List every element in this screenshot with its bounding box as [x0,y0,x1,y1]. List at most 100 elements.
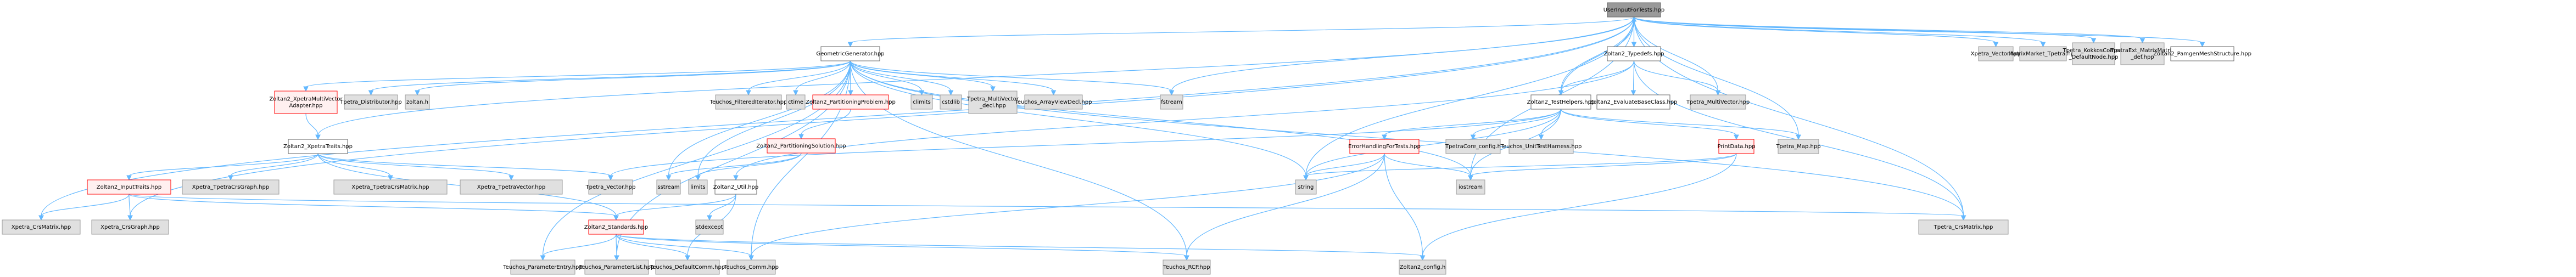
node-label: fstream [1161,99,1182,105]
node-param-list: Teuchos_ParameterList.hpp [579,259,654,275]
node-box [588,179,633,195]
node-box [968,91,1018,114]
node-box [460,179,563,195]
edge-line [850,60,1172,92]
node-box [2019,46,2067,61]
node-label: Teuchos_DefaultComm.hpp [650,264,725,270]
edge-line [1633,16,2143,39]
node-print-data[interactable]: PrintData.hpp [1717,139,1756,154]
node-unit-test-harness: Teuchos_UnitTestHarness.hpp [1500,139,1582,154]
edge-line [1384,153,1423,257]
node-label: climits [913,99,931,105]
node-box [91,219,169,235]
edge-line [697,152,802,177]
node-stdexcept: stdexcept [695,219,724,235]
node-tpetra-map: Tpetra_Map.hpp [1775,139,1821,154]
node-standards[interactable]: Zoltan2_Standards.hpp [584,219,648,235]
node-pamgen-mesh[interactable]: Zoltan2_PamgenMeshStructure.hpp [2153,46,2251,61]
edge-line [41,194,130,217]
edge-line [801,109,851,135]
edge-UserInputForTests-to-MatrixMarket [1633,16,2046,48]
node-error-handling[interactable]: ErrorHandlingForTests.hpp [1348,139,1421,154]
node-xpetra-traits[interactable]: Zoltan2_XpetraTraits.hpp [283,139,353,154]
node-box [2120,42,2165,65]
node-box [655,259,720,275]
node-test-helpers[interactable]: Zoltan2_TestHelpers.hpp [1527,94,1595,110]
node-eval-base[interactable]: Zoltan2_EvaluateBaseClass.hpp [1589,94,1678,110]
node-typedefs[interactable]: Zoltan2_Typedefs.hpp [1604,46,1664,61]
node-user-input-for-tests[interactable]: UserInputForTests.hpp [1603,2,1664,18]
arrow-head-icon [990,86,996,92]
arrow-head-icon [614,255,619,261]
node-zoltan2config: Zoltan2_config.h [1399,259,1446,275]
node-cstdlib: cstdlib [940,94,962,110]
arrow-head-icon [2139,38,2145,44]
node-string: string [1295,179,1317,195]
node-geometric-generator[interactable]: GeometricGenerator.hpp [816,46,885,61]
node-box [588,219,644,235]
node-box [1778,139,1819,154]
edge-line [1633,16,1997,43]
edge-InputTraits-to-XCrsGraph [127,194,133,221]
arrow-head-icon [415,90,420,96]
edge-line [128,153,318,177]
edge-line [735,60,1635,177]
edge-PartProblem-to-PartSolution [798,109,851,140]
node-util[interactable]: Zoltan2_Util.hpp [713,179,759,195]
node-part-problem[interactable]: Zoltan2_PartitioningProblem.hpp [806,94,896,110]
edge-TestHelpers-to-UserInputForTests [1560,16,1637,95]
node-filtered-iterator: Teuchos_FilteredIterator.hpp [709,94,787,110]
node-tpetra-crs-matrix: Tpetra_CrsMatrix.hpp [1918,219,2009,235]
node-tpetra-vector: Tpetra_Vector.hpp [585,179,636,195]
edge-line [697,60,851,177]
node-label: Xpetra_TpetraVector.hpp [477,184,545,190]
edge-Standards-to-RCP [616,234,1189,261]
arrow-head-icon [303,86,309,92]
arrow-head-icon [540,255,546,261]
edges-layer [38,16,2205,261]
node-label: Xpetra_CrsGraph.hpp [100,224,160,230]
edge-XpetraTraits-to-TpetraVector [317,153,613,181]
node-label: _decl.hpp [979,103,1006,109]
edge-XpetraTraits-to-XTCrsGraph [228,153,318,181]
arrow-head-icon [228,175,233,181]
arrow-head-icon [1382,134,1387,140]
node-input-traits[interactable]: Zoltan2_InputTraits.hpp [87,179,171,195]
node-tpetra-core-config: TpetraCore_config.h [1445,139,1501,154]
node-label: string [1298,184,1314,190]
node-label: Tpetra_Map.hpp [1775,144,1820,150]
arrow-head-icon [1169,90,1175,96]
arrow-head-icon [1303,175,1309,181]
arrow-head-icon [746,90,751,96]
edge-UserInputForTests-to-TpetraCrsMatrix [1633,16,1966,221]
node-box [656,179,681,195]
arrow-head-icon [126,175,132,181]
edge-PrintData-to-string [1303,153,1737,181]
edge-line [305,113,318,136]
edge-GeometricGenerator-to-XpetraMVAdapter [303,60,851,92]
edge-XpetraTraits-to-XTVector [317,153,514,181]
node-box [1508,139,1574,154]
node-label: Teuchos_FilteredIterator.hpp [709,99,787,105]
edge-line [317,16,1635,136]
node-fstream: fstream [1160,94,1183,110]
edge-line [668,60,851,177]
node-part-solution[interactable]: Zoltan2_PartitioningSolution.hpp [756,138,846,154]
node-xcrs-matrix: Xpetra_CrsMatrix.hpp [2,219,81,235]
node-zoltanh: zoltan.h [405,94,430,110]
node-xtvector: Xpetra_TpetraVector.hpp [460,179,563,195]
node-box [1160,94,1183,110]
node-label: _DefaultNode.hpp [2069,54,2119,60]
node-box [510,259,575,275]
arrow-head-icon [1993,42,1999,48]
arrow-head-icon [608,175,613,181]
edge-UserInputForTests-to-XpetraVector [1633,16,1999,48]
node-box [1690,94,1746,110]
nodes-layer: UserInputForTests.hppGeometricGenerator.… [2,2,2251,275]
node-box [1399,259,1446,275]
node-label: Tpetra_Vector.hpp [585,184,636,190]
node-param-entry: Teuchos_ParameterEntry.hpp [502,259,583,275]
arrow-head-icon [848,90,853,96]
arrow-head-icon [2199,42,2205,48]
